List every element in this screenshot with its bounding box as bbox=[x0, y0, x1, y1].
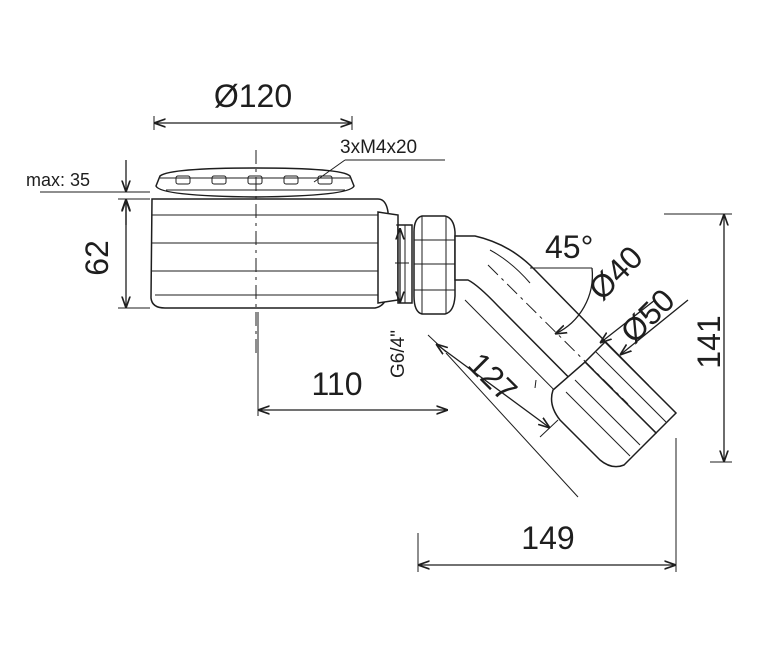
top-diameter-label: Ø120 bbox=[214, 78, 292, 114]
horizontal-offset-label: 110 bbox=[311, 366, 362, 402]
total-height-label: 141 bbox=[691, 315, 727, 368]
drain-cover bbox=[155, 167, 355, 198]
screw-heads bbox=[175, 175, 333, 185]
total-width-label: 149 bbox=[521, 520, 574, 556]
elbow-length-label: 127 bbox=[461, 345, 524, 408]
drain-body bbox=[150, 167, 413, 309]
body-height-label: 62 bbox=[79, 240, 115, 276]
max-height-label: max: 35 bbox=[26, 170, 90, 190]
drain-housing bbox=[150, 198, 389, 309]
screw-spec-label: 3xM4x20 bbox=[340, 137, 417, 158]
thread-label: G6/4" bbox=[388, 330, 409, 378]
angle-label: 45° bbox=[545, 229, 593, 265]
union-nut bbox=[413, 215, 456, 315]
outlet-outer-label: Ø50 bbox=[613, 282, 681, 350]
